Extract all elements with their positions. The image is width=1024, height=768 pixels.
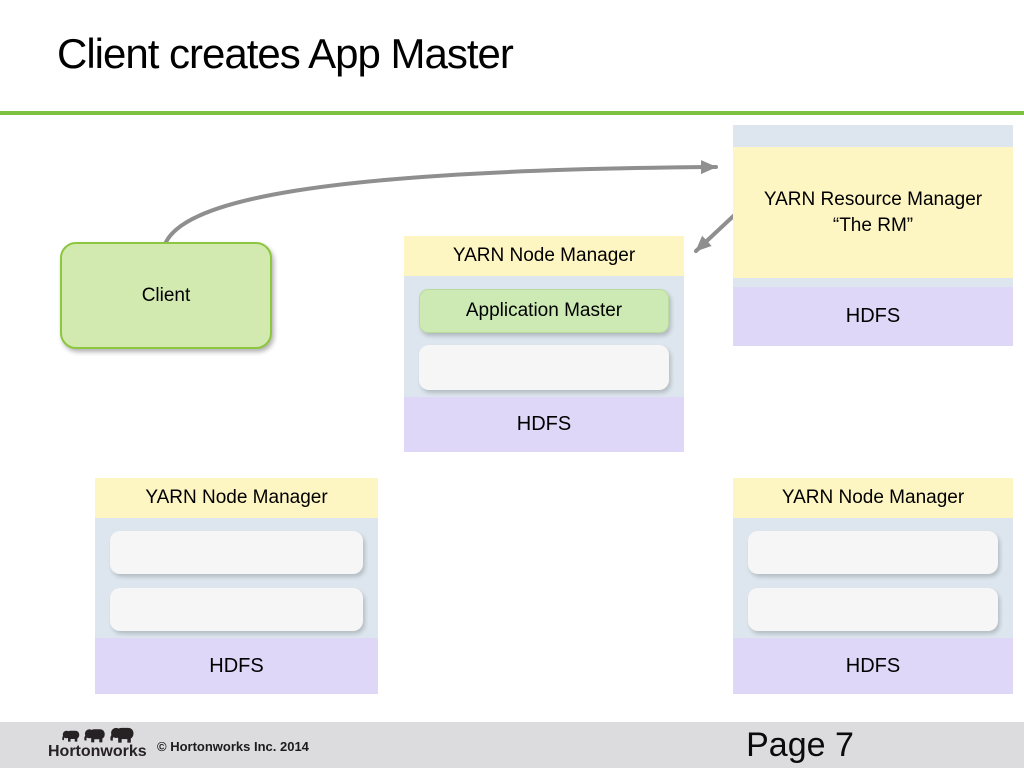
hortonworks-elephants-icon (62, 727, 134, 743)
resource-manager-subtitle: “The RM” (832, 214, 914, 236)
node-manager-left-header: YARN Node Manager (95, 478, 378, 518)
resource-manager-title: YARN Resource Manager (763, 188, 983, 210)
application-master-label: Application Master (465, 300, 623, 321)
node-manager-center-body: Application Master (404, 276, 684, 397)
resource-manager-node: YARN Resource Manager “The RM” HDFS (733, 125, 1013, 346)
node-manager-left-hdfs-band: HDFS (95, 638, 378, 694)
page-number: Page 7 (746, 726, 854, 764)
hdfs-label: HDFS (516, 413, 572, 435)
slide-title: Client creates App Master (57, 30, 514, 77)
node-manager-right-body (733, 518, 1013, 638)
copyright-text: © Hortonworks Inc. 2014 (157, 739, 309, 754)
node-manager-right: YARN Node Manager HDFS (733, 478, 1013, 694)
node-manager-center-header: YARN Node Manager (404, 236, 684, 276)
empty-container-slot (748, 531, 998, 574)
hortonworks-logo: Hortonworks (48, 724, 158, 766)
client-node: Client (60, 242, 272, 349)
empty-container-slot (419, 345, 669, 390)
node-manager-right-header: YARN Node Manager (733, 478, 1013, 518)
resource-manager-hdfs-band: HDFS (733, 287, 1013, 346)
empty-container-slot (748, 588, 998, 631)
node-manager-center-hdfs-band: HDFS (404, 397, 684, 452)
node-manager-center-header-label: YARN Node Manager (452, 245, 636, 266)
node-manager-left-header-label: YARN Node Manager (145, 487, 328, 508)
hortonworks-logo-text: Hortonworks (48, 743, 147, 760)
title-underline-rule (0, 111, 1024, 115)
hdfs-label: HDFS (209, 654, 264, 677)
node-manager-left-body (95, 518, 378, 638)
resource-manager-title-band: YARN Resource Manager “The RM” (733, 147, 1013, 278)
node-manager-center: YARN Node Manager Application Master HDF… (404, 236, 684, 452)
node-manager-left: YARN Node Manager HDFS (95, 478, 378, 694)
empty-container-slot (110, 531, 363, 574)
empty-container-slot (110, 588, 363, 631)
application-master-container: Application Master (419, 289, 669, 333)
hdfs-label: HDFS (845, 654, 901, 677)
node-manager-right-hdfs-band: HDFS (733, 638, 1013, 694)
footer-bar (0, 722, 1024, 768)
hdfs-label: HDFS (845, 305, 901, 327)
node-manager-right-header-label: YARN Node Manager (781, 487, 965, 508)
client-label: Client (141, 284, 191, 306)
client-to-rm-arrow (162, 160, 718, 249)
